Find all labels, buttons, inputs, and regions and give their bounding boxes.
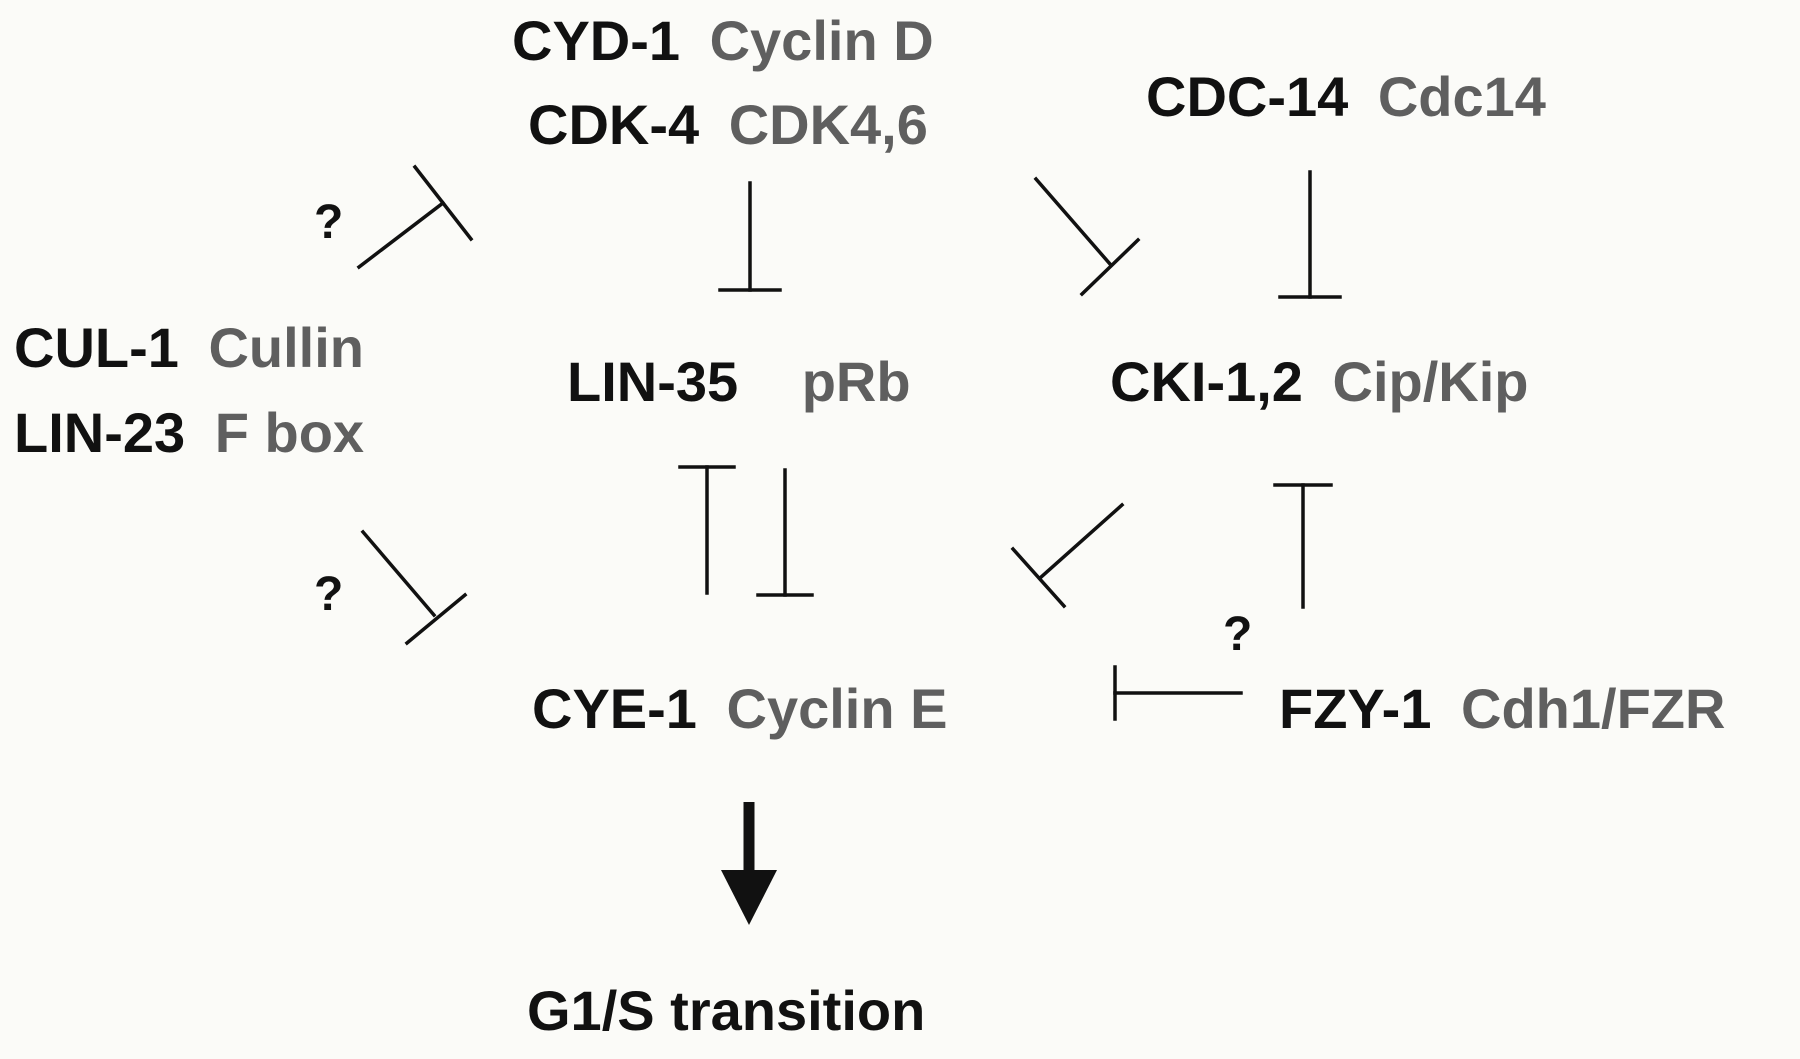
node-cki12-homolog: Cip/Kip bbox=[1333, 350, 1529, 413]
node-cul1-gene: CUL-1 bbox=[14, 316, 179, 379]
node-cki12: CKI-1,2 Cip/Kip bbox=[1110, 350, 1528, 413]
node-cye1-gene: CYE-1 bbox=[532, 677, 697, 740]
node-cdc14-homolog: Cdc14 bbox=[1378, 65, 1546, 128]
edge-cki12-inhibits-cye1 bbox=[1010, 502, 1125, 609]
question-mark-cul1-cyd1: ? bbox=[314, 196, 343, 249]
node-lin23-homolog: F box bbox=[215, 401, 364, 464]
edge-cye1-activates-g1s bbox=[721, 802, 777, 925]
edge-cul1-cye1-shaft bbox=[360, 529, 437, 618]
node-fzy1: FZY-1 Cdh1/FZR bbox=[1279, 677, 1725, 740]
node-g1s-transition: G1/S transition bbox=[527, 979, 925, 1042]
edge-cdc14-inhibits-cki12 bbox=[1278, 170, 1342, 299]
node-cdc14: CDC-14 Cdc14 bbox=[1146, 65, 1546, 128]
node-cyd1: CYD-1 Cyclin D bbox=[512, 9, 934, 72]
edge-cki12-cye1-shaft bbox=[1037, 502, 1125, 581]
node-cdk4-homolog: CDK4,6 bbox=[729, 93, 928, 156]
edge-cye1-inhibits-lin35 bbox=[678, 465, 736, 595]
edge-fzy1-inhibits-cki12 bbox=[1273, 483, 1333, 609]
node-lin35-gene: LIN-35 bbox=[567, 350, 738, 413]
node-cul1-homolog: Cullin bbox=[208, 316, 364, 379]
edge-lin35-inhibits-cye1 bbox=[756, 468, 814, 597]
node-cye1: CYE-1 Cyclin E bbox=[532, 677, 947, 740]
edge-cdk4-inhibits-lin35 bbox=[718, 181, 782, 292]
edge-cul1-cyd1-bar bbox=[412, 164, 474, 242]
node-cyd1-gene: CYD-1 bbox=[512, 9, 680, 72]
node-lin35: LIN-35 pRb bbox=[567, 350, 911, 413]
node-fzy1-homolog: Cdh1/FZR bbox=[1461, 677, 1725, 740]
edge-fzy1-inhibits-cye1 bbox=[1113, 665, 1243, 721]
activation-arrow-head bbox=[721, 870, 777, 925]
node-cul1: CUL-1 Cullin bbox=[14, 316, 364, 379]
edge-cul1-inhibits-cye1 bbox=[360, 529, 468, 646]
edge-cdk4-inhibits-cki12 bbox=[1033, 176, 1141, 297]
node-cdk4: CDK-4 CDK4,6 bbox=[528, 93, 928, 156]
edge-cul1-inhibits-cyd1 bbox=[356, 164, 474, 270]
node-fzy1-gene: FZY-1 bbox=[1279, 677, 1431, 740]
edge-cul1-cye1-bar bbox=[404, 592, 468, 646]
node-cye1-homolog: Cyclin E bbox=[727, 677, 948, 740]
question-mark-cul1-cye1: ? bbox=[314, 568, 343, 621]
node-lin23-gene: LIN-23 bbox=[14, 401, 185, 464]
node-lin35-homolog: pRb bbox=[802, 350, 911, 413]
node-cki12-gene: CKI-1,2 bbox=[1110, 350, 1303, 413]
edge-cul1-cyd1-shaft bbox=[356, 200, 446, 270]
edge-cdk4-cki12-bar bbox=[1079, 237, 1141, 297]
node-lin23: LIN-23 F box bbox=[14, 401, 364, 464]
edge-cdk4-cki12-shaft bbox=[1033, 176, 1113, 267]
edge-cki12-cye1-bar bbox=[1010, 546, 1067, 609]
node-cdc14-gene: CDC-14 bbox=[1146, 65, 1348, 128]
question-mark-fzy1-cki12: ? bbox=[1223, 608, 1252, 661]
node-cyd1-homolog: Cyclin D bbox=[710, 9, 934, 72]
node-cdk4-gene: CDK-4 bbox=[528, 93, 699, 156]
